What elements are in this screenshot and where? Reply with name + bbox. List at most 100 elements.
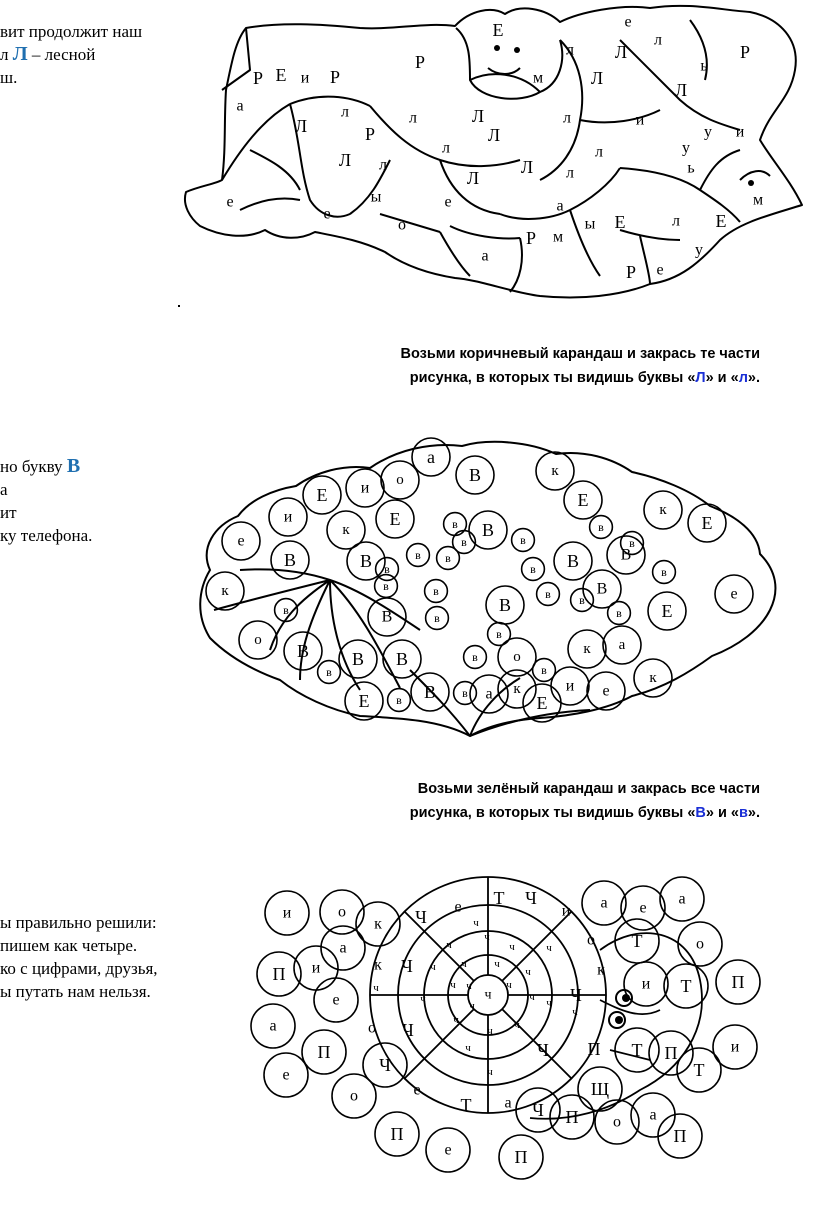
task-1-end: ». — [747, 370, 760, 386]
picture-letter: П — [318, 1042, 331, 1062]
bubble-outline — [346, 541, 386, 581]
picture-letter: в — [579, 593, 585, 607]
picture-letter: в — [433, 584, 439, 598]
picture-letter: Л — [521, 157, 533, 177]
bubble-outline — [355, 901, 401, 947]
bubble-outline — [452, 680, 478, 706]
bear-eye-right — [514, 47, 520, 53]
picture-letter: ь — [687, 160, 694, 177]
picture-letter: в — [530, 562, 536, 576]
picture-letter: е — [639, 900, 646, 917]
picture-letter: Л — [675, 80, 687, 100]
bubble-outline — [273, 597, 299, 623]
picture-letter: л — [563, 110, 571, 127]
task-2-line-1: Возьми зелёный карандаш и закрась все ча… — [417, 781, 760, 797]
picture-letter: Е — [662, 601, 673, 621]
picture-letter: ч — [546, 997, 552, 1009]
picture-letter: м — [753, 192, 763, 209]
picture-letter: в — [415, 548, 421, 562]
picture-letter: е — [602, 683, 609, 700]
bubble-outline — [712, 1024, 758, 1070]
picture-letter: в — [462, 686, 468, 700]
picture-letter: е — [226, 194, 233, 211]
task-1-mid: » и « — [705, 370, 739, 386]
picture-letter: Т — [694, 1060, 705, 1080]
picture-letter: Ч — [532, 1100, 544, 1120]
picture-letter: в — [520, 533, 526, 547]
bubble-outline — [326, 510, 366, 550]
bubble-outline — [486, 621, 512, 647]
bubble-outline — [410, 672, 450, 712]
picture-letter: В — [360, 551, 372, 571]
cloud-bubbles — [205, 437, 754, 723]
poem-1-letter: Л — [12, 43, 28, 65]
snail-eye-lower — [608, 1011, 626, 1029]
poem-1-line-2-pre: л — [0, 45, 9, 64]
poem-3-line-2: пишем как четыре. — [0, 936, 138, 955]
poem-1-line-2: л Л – лесной — [0, 43, 142, 66]
task-2-line-2: рисунка, в которых ты видишь буквы «В» и… — [410, 801, 760, 825]
picture-letter: Е — [615, 212, 626, 232]
picture-letter: П — [391, 1124, 404, 1144]
picture-letter: к — [551, 463, 559, 479]
picture-letter: у — [682, 140, 690, 157]
picture-letter: к — [597, 962, 605, 979]
bubble-outline — [405, 542, 431, 568]
bubble-outline — [386, 687, 412, 713]
snail-shell — [369, 876, 703, 1120]
picture-letter: о — [613, 1114, 621, 1131]
picture-letter: л — [566, 165, 574, 182]
picture-letter: к — [374, 957, 382, 974]
picture-letter: Е — [390, 509, 401, 529]
bubble-outline — [563, 480, 603, 520]
bubble-outline — [423, 578, 449, 604]
bubble-outline — [520, 556, 546, 582]
picture-letter: ч — [484, 931, 490, 943]
picture-letter: Л — [295, 116, 307, 136]
task-1-line-2: рисунка, в которых ты видишь буквы «Л» и… — [401, 366, 760, 390]
poem-1-line-1: вит продолжит наш — [0, 22, 143, 41]
bubble-outline — [522, 683, 562, 723]
bubble-outline — [221, 521, 261, 561]
poem-2-line-3: ит — [0, 503, 17, 522]
picture-letter: е — [444, 194, 451, 211]
bubble-outline — [567, 629, 607, 669]
task-2-letter-upper: В — [695, 805, 706, 821]
picture-letter: В — [382, 609, 393, 626]
bear-eye-left — [494, 45, 500, 51]
bear-face — [487, 45, 754, 186]
picture-letter: в — [383, 579, 389, 593]
poem-1: вит продолжит наш л Л – лесной ш. — [0, 20, 142, 89]
picture-letter: Ч — [415, 907, 427, 927]
picture-letter: П — [588, 1039, 601, 1059]
bubble-outline — [553, 541, 593, 581]
picture-letter: м — [533, 70, 543, 87]
picture-letter: Е — [537, 693, 548, 713]
picture-letter: л — [566, 42, 574, 59]
picture-letter: л — [672, 213, 680, 230]
bubble-outline — [344, 681, 384, 721]
bubble-outline — [374, 556, 400, 582]
bubble-outline — [268, 497, 308, 537]
picture-letter: а — [485, 686, 492, 703]
picture-letter: П — [515, 1147, 528, 1167]
bubble-outline — [577, 1066, 623, 1112]
bubble-outline — [569, 587, 595, 613]
bubble-outline — [469, 674, 509, 714]
bubble-outline — [319, 889, 365, 935]
picture-letter: Л — [488, 125, 500, 145]
picture-letter: о — [254, 632, 262, 648]
bubble-outline — [619, 530, 645, 556]
picture-letter: и — [301, 70, 310, 87]
stray-dot — [178, 305, 180, 307]
picture-letter: П — [732, 972, 745, 992]
picture-letter: е — [323, 206, 330, 223]
picture-letter: в — [598, 520, 604, 534]
picture-letter: е — [332, 992, 339, 1009]
poem-2-letter: В — [66, 455, 81, 477]
picture-letter: е — [444, 1142, 451, 1159]
picture-letter: о — [513, 649, 521, 665]
